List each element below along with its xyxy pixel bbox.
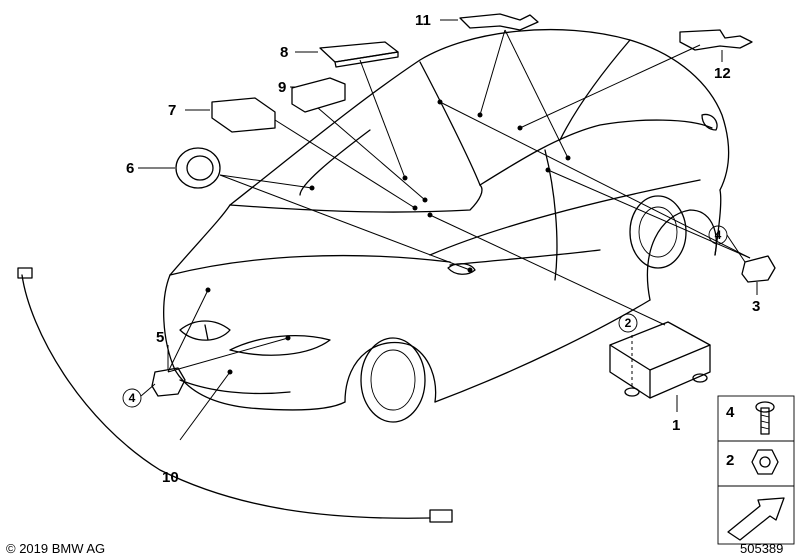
- circled-callout-2: 2: [625, 316, 632, 330]
- part-8-module: [319, 41, 399, 68]
- callout-5: 5: [156, 329, 164, 346]
- legend-nut-number: 2: [726, 452, 734, 469]
- part-12-antenna: [679, 29, 753, 51]
- airbag-control-unit-icon: [609, 321, 711, 399]
- fastener-legend: 4 2: [717, 395, 795, 545]
- arrow-icon: [727, 497, 785, 541]
- diagram-number: 505389: [740, 541, 783, 556]
- circled-callout-4-front: 4: [129, 391, 136, 405]
- callout-8: 8: [280, 44, 288, 61]
- callout-6: 6: [126, 160, 134, 177]
- nut-icon: [751, 449, 779, 475]
- copyright-text: © 2019 BMW AG: [6, 541, 105, 556]
- callouts: 11 12 8 9 7 6 3 5 10 1: [126, 12, 760, 486]
- leader-lines: [138, 19, 758, 441]
- bolt-icon: [755, 401, 775, 435]
- callout-3: 3: [752, 298, 760, 315]
- circled-callouts: 2 4 4: [122, 225, 746, 408]
- part-9-module: [291, 77, 346, 113]
- part-7-box: [211, 97, 276, 133]
- circled-callout-4-rear: 4: [715, 228, 722, 242]
- car-outline: [163, 28, 730, 423]
- part-3-sensor: [741, 255, 776, 283]
- part-11-antenna: [459, 13, 539, 31]
- callout-1: 1: [672, 417, 680, 434]
- part-6-round: [175, 147, 221, 189]
- callout-7: 7: [168, 102, 176, 119]
- callout-9: 9: [278, 79, 286, 96]
- callout-11: 11: [415, 12, 431, 29]
- part-10-cable: [17, 267, 453, 523]
- callout-12: 12: [714, 65, 731, 82]
- legend-bolt-number: 4: [726, 404, 735, 421]
- callout-10: 10: [162, 469, 179, 486]
